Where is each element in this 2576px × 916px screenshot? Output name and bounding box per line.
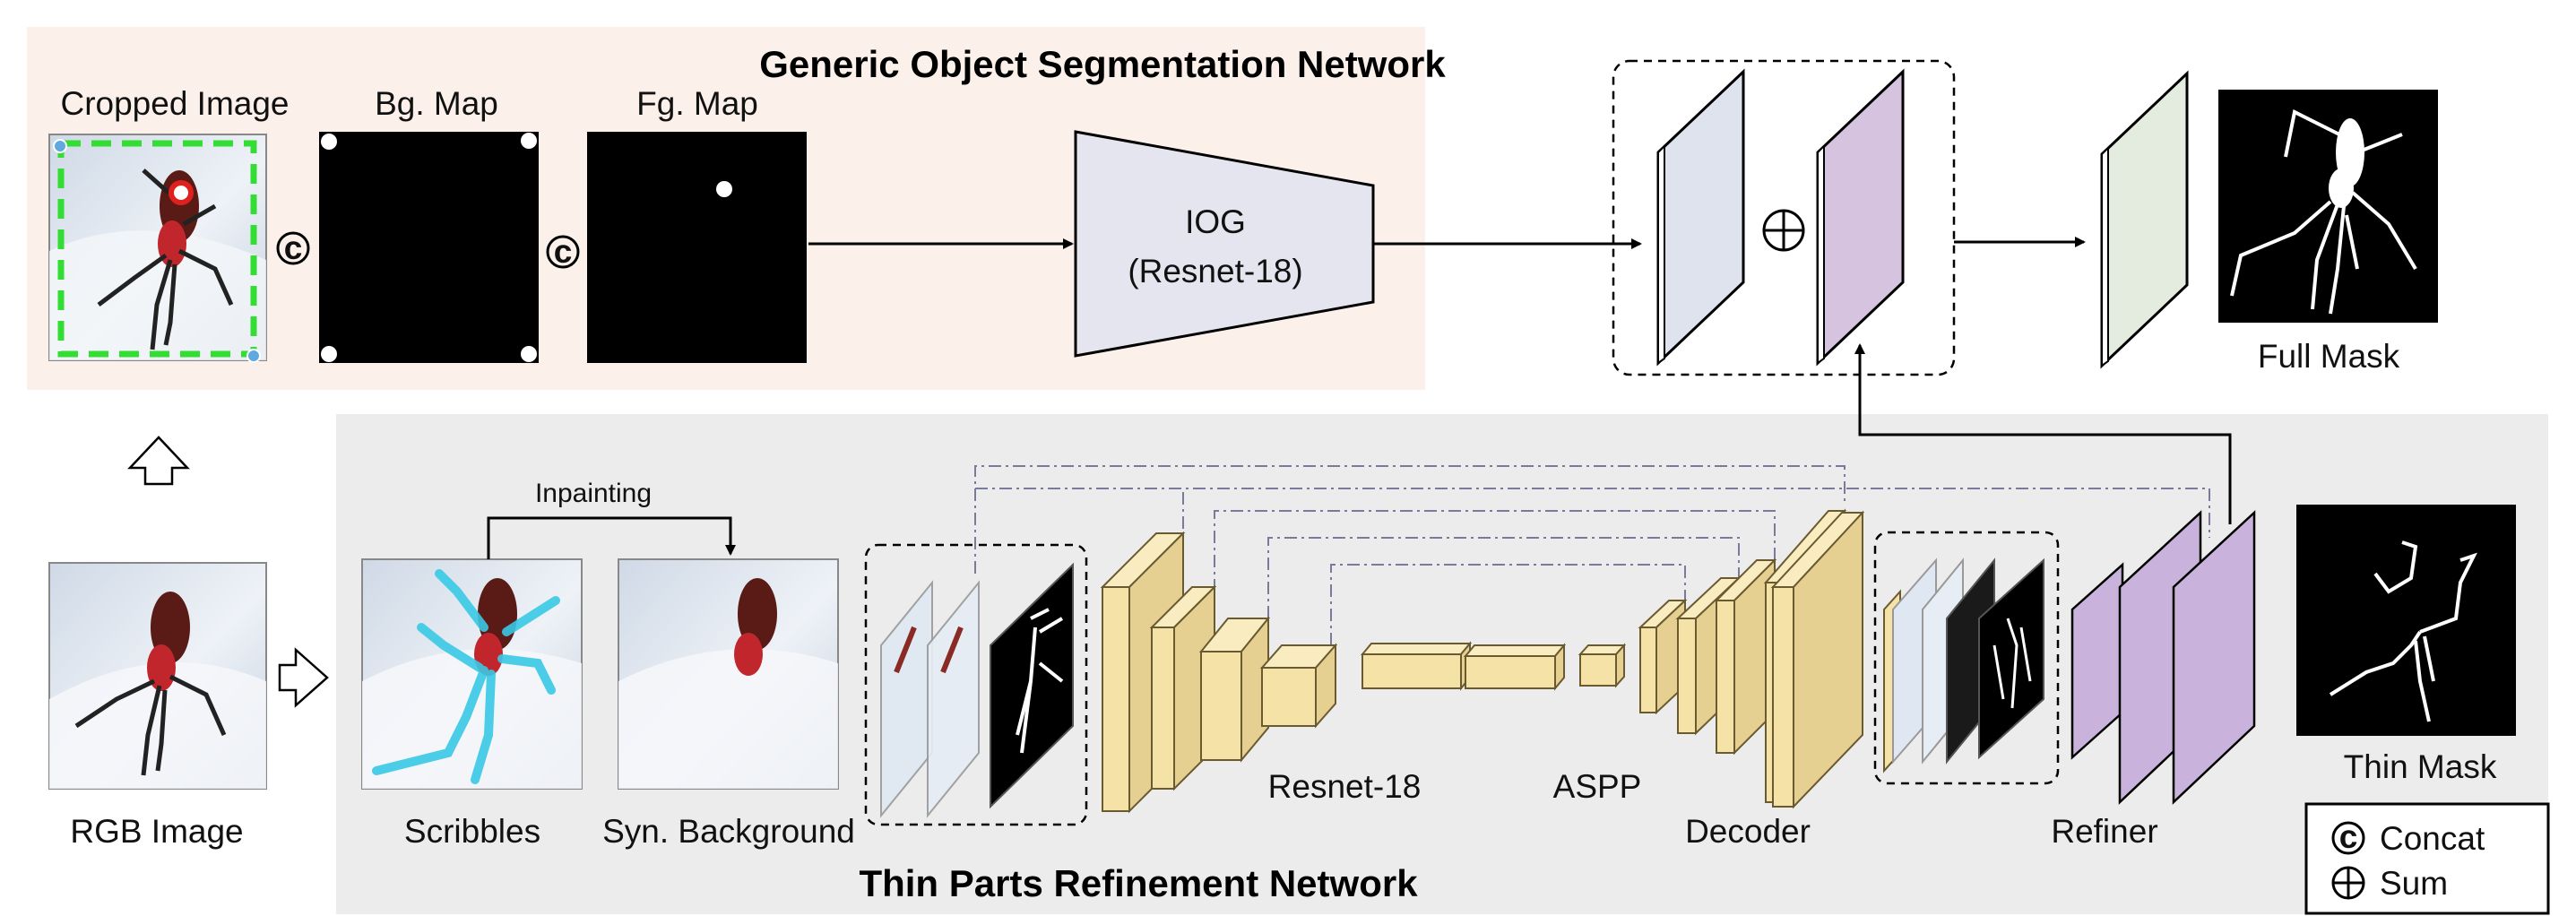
legend-concat-label: Concat xyxy=(2380,820,2485,857)
refiner-label: Refiner xyxy=(2051,813,2157,850)
encoder-block-3 xyxy=(1198,616,1271,763)
corner-point-br xyxy=(246,349,261,363)
inpainting-label: Inpainting xyxy=(535,479,652,508)
syn-background-image xyxy=(618,558,839,790)
legend-sum-icon xyxy=(2331,866,2365,900)
refine-feedback-arrow xyxy=(1854,343,2232,524)
encoder-block-6 xyxy=(1463,643,1567,691)
scribbles-image xyxy=(361,558,583,790)
encoder-block-5 xyxy=(1360,641,1473,691)
full-mask-label: Full Mask xyxy=(2258,338,2400,375)
syn-background-label: Syn. Background xyxy=(602,813,855,850)
bg-map xyxy=(319,132,539,363)
thin-mask-label: Thin Mask xyxy=(2344,748,2497,785)
fg-map xyxy=(587,132,807,363)
scribbles-label: Scribbles xyxy=(404,813,540,850)
full-mask xyxy=(2218,90,2438,323)
svg-text:IOG: IOG xyxy=(1185,203,1246,240)
generic-segmentation-title: Generic Object Segmentation Network xyxy=(759,43,1446,85)
fusion-box xyxy=(1612,59,1956,376)
sum-symbol xyxy=(1762,209,1805,252)
legend-sum-label: Sum xyxy=(2380,865,2448,902)
svg-text:c: c xyxy=(284,229,303,266)
encoder-block-4 xyxy=(1259,643,1338,729)
decoder-block-3 xyxy=(1714,557,1777,756)
clicked-point-fg xyxy=(169,180,194,205)
bg-map-label: Bg. Map xyxy=(375,85,498,122)
right-arrow-icon xyxy=(278,647,329,708)
concat-symbol: c xyxy=(276,229,310,266)
feature-map-refine xyxy=(1816,68,1905,367)
decoder-block-5 xyxy=(1770,510,1865,809)
iog-encoder: IOG (Resnet-18) xyxy=(1074,130,1375,358)
corner-point-tl xyxy=(53,139,67,153)
input-stack xyxy=(880,562,1074,818)
cropped-image-label: Cropped Image xyxy=(60,85,289,122)
svg-text:c: c xyxy=(554,233,573,270)
inpainting-arrow xyxy=(487,516,736,559)
refiner-block-3 xyxy=(2172,510,2256,805)
thin-parts-title: Thin Parts Refinement Network xyxy=(859,862,1418,904)
concat-symbol: c xyxy=(546,233,580,270)
decoder-output-box xyxy=(1873,531,2060,785)
aspp-label: ASPP xyxy=(1553,768,1642,805)
resnet-label: Resnet-18 xyxy=(1268,768,1422,805)
decoder-output-stack xyxy=(1883,557,2044,773)
fg-map-label: Fg. Map xyxy=(636,85,758,122)
rgb-image-label: RGB Image xyxy=(70,813,243,850)
aspp-block xyxy=(1578,643,1627,688)
svg-text:(Resnet-18): (Resnet-18) xyxy=(1128,253,1302,289)
skip-connections xyxy=(974,465,2210,645)
crop-box xyxy=(57,140,257,358)
feature-map-output xyxy=(2100,70,2189,369)
feature-map-iog xyxy=(1656,68,1745,367)
legend-concat-icon: c xyxy=(2331,818,2365,855)
svg-text:c: c xyxy=(2339,818,2358,855)
decoder-label: Decoder xyxy=(1685,813,1811,850)
cropped-image xyxy=(48,134,267,363)
rgb-image xyxy=(48,562,267,790)
up-arrow-icon xyxy=(127,436,190,486)
thin-mask xyxy=(2296,505,2516,736)
